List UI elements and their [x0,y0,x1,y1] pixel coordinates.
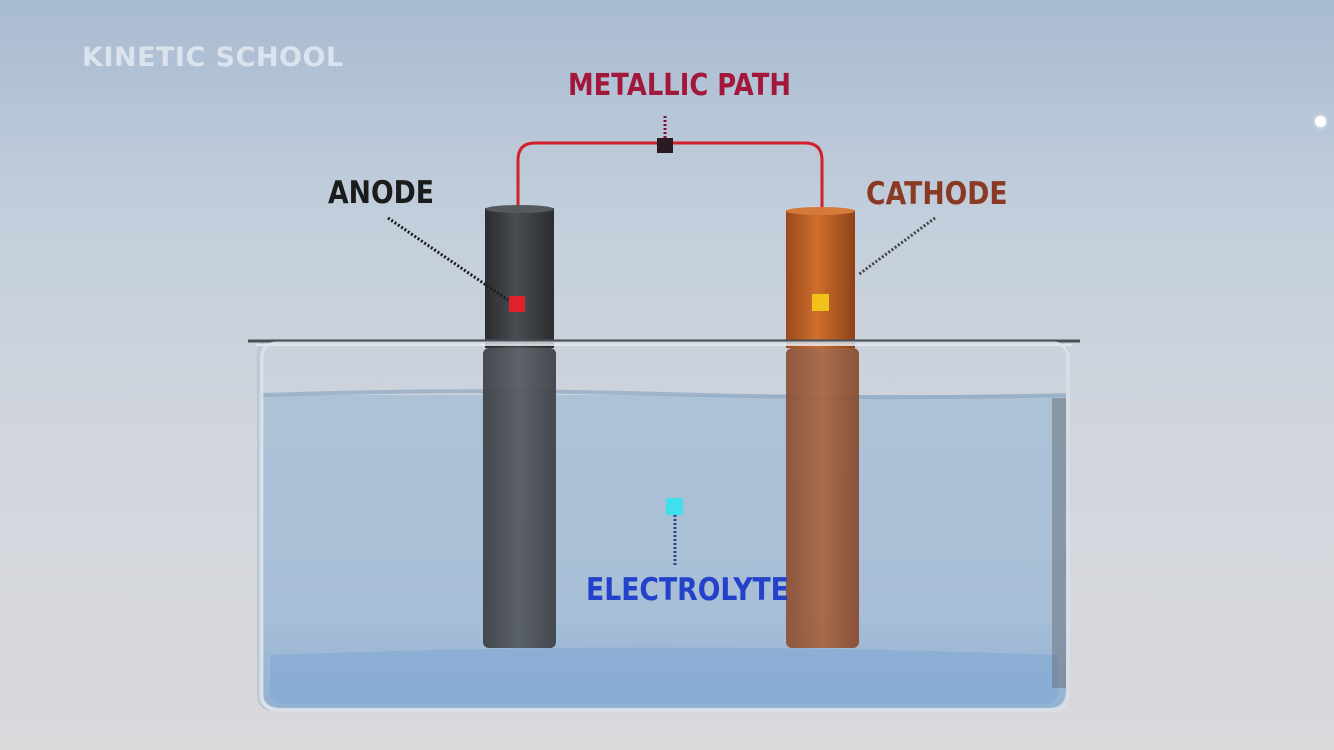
anode-marker [509,296,525,312]
watermark-logo: KINETIC SCHOOL [82,42,344,73]
container-bottom-highlight [270,647,1058,704]
cathode-electrode-top [786,210,855,348]
container-right-edge-texture [1052,398,1066,688]
cathode-leader [857,216,936,277]
anode-leader [387,216,509,302]
electrolyte-label: ELECTROLYTE [586,572,789,608]
anode-electrode-top [485,208,554,348]
cathode-label: CATHODE [866,176,1008,212]
anode-label: ANODE [328,175,434,211]
cathode-electrode-submerged [786,348,859,648]
anode-electrode-cap [485,205,554,213]
water-surface [261,389,1067,400]
cathode-electrode-cap [786,207,855,215]
metallic-path-marker [657,138,673,153]
cathode-marker [812,294,829,311]
corner-light-dot [1315,116,1326,127]
container-front-glass [260,341,1070,712]
electrolyte-liquid [262,395,1066,708]
anode-electrode-submerged [483,348,556,648]
metallic-path-label: METALLIC PATH [568,68,791,103]
metallic-path-wire [516,141,824,210]
electrolyte-marker [666,498,683,515]
